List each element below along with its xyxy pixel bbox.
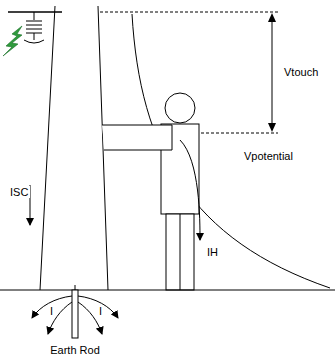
diagram-label: Vtouch [282,66,320,78]
diagram-label: ISC [8,186,30,198]
diagram-label: IH [205,246,220,258]
diagram-label: Earth Rod [48,344,102,356]
diagram-label: Vpotential [242,150,295,162]
diagram-label: I [97,305,104,317]
diagram-label: I [48,305,55,317]
